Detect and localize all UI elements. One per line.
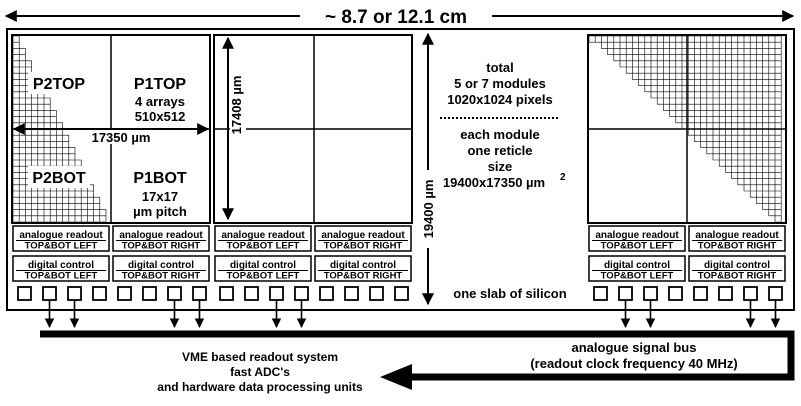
p1bot-label: P1BOT [133,170,187,187]
digital-control-label: digital control [28,260,94,271]
analogue-signal-bus [40,330,795,390]
digital-control-side-label: TOP&BOT LEFT [227,271,300,282]
analogue-readout-box [314,225,412,252]
arrays-size-label: 510x512 [135,109,186,124]
digital-control-box [214,255,312,282]
analogue-readout-box [688,225,786,252]
bond-pad [618,286,633,301]
vme-system-label: VME based readout system [182,350,338,364]
bond-pad [369,286,384,301]
each-module-label: each module [460,127,539,142]
digital-control-side-label: TOP&BOT LEFT [25,271,98,282]
digital-control-label: digital control [704,260,770,271]
bond-pad [743,286,758,301]
bond-pad [643,286,658,301]
digital-control-label: digital control [128,260,194,271]
bond-pad [768,286,783,301]
digital-control-side-label: TOP&BOT LEFT [601,271,674,282]
pixel-grids [12,35,782,223]
digital-control-label: digital control [230,260,296,271]
p1top-label: P1TOP [134,76,187,93]
pixel-pitch-unit: µm pitch [133,204,187,219]
bond-pad [344,286,359,301]
analogue-readout-side-label: TOP&BOT LEFT [601,241,674,252]
bond-pad [394,286,409,301]
bond-pad [319,286,334,301]
bond-pad [117,286,132,301]
analogue-readout-label: analogue readout [19,230,103,241]
analogue-readout-label: analogue readout [695,230,779,241]
module-info: total 5 or 7 modules 1020x1024 pixels ea… [440,60,566,190]
analogue-readout-label: analogue readout [595,230,679,241]
bond-pad [92,286,107,301]
bond-pad [42,286,57,301]
module-3 [587,34,787,224]
module-size-label: 19400x17350 µm [443,175,545,190]
bus-clock-label: (readout clock frequency 40 MHz) [530,356,737,371]
analogue-readout-side-label: TOP&BOT RIGHT [698,241,777,252]
bond-pad [244,286,259,301]
bond-pad [192,286,207,301]
bond-pads [17,286,783,328]
total-modules-label: 5 or 7 modules [454,76,546,91]
total-width-label: ~ 8.7 or 12.1 cm [325,7,467,28]
bond-pad [718,286,733,301]
module-height-label: 17408 µm [229,76,244,135]
pixel-pitch-value: 17x17 [142,189,178,204]
bond-pad [269,286,284,301]
bond-pad [219,286,234,301]
module-width-label: 17350 µm [92,130,151,145]
analogue-readout-side-label: TOP&BOT LEFT [227,241,300,252]
analogue-readout-box [588,225,686,252]
module-1: P2TOP P1TOP 4 arrays 510x512 17350 µm P2… [11,34,211,224]
bond-pad [294,286,309,301]
bond-pad [67,286,82,301]
digital-control-label: digital control [604,260,670,271]
analogue-readout-label: analogue readout [221,230,305,241]
analogue-readout-label: analogue readout [321,230,405,241]
data-processing-label: and hardware data processing units [157,380,363,394]
analogue-readout-box [12,225,110,252]
bus-label: analogue signal bus [572,340,697,355]
pixel-grid [588,35,782,223]
analogue-readout-side-label: TOP&BOT LEFT [25,241,98,252]
module-size-superscript: 2 [560,172,566,183]
p2bot-label: P2BOT [32,170,86,187]
digital-control-side-label: TOP&BOT RIGHT [122,271,201,282]
analogue-readout-side-label: TOP&BOT RIGHT [122,241,201,252]
reticle-label: one reticle [467,143,532,158]
analogue-readout-label: analogue readout [119,230,203,241]
size-label: size [488,159,513,174]
bond-pad [167,286,182,301]
analogue-readout-box [112,225,210,252]
digital-control-box [112,255,210,282]
slab-label: one slab of silicon [453,286,566,301]
digital-control-box [688,255,786,282]
digital-control-side-label: TOP&BOT RIGHT [698,271,777,282]
arrays-count-label: 4 arrays [135,94,185,109]
total-pixels-label: 1020x1024 pixels [447,92,553,107]
digital-control-box [588,255,686,282]
digital-control-box [12,255,110,282]
pixel-grid [12,35,107,223]
slab-height-label: 19400 µm [421,180,436,239]
p2top-label: P2TOP [33,76,86,93]
digital-control-side-label: TOP&BOT RIGHT [324,271,403,282]
bond-pad [693,286,708,301]
bond-pad [17,286,32,301]
fast-adc-label: fast ADC's [230,365,290,379]
bond-pad [668,286,683,301]
analogue-readout-side-label: TOP&BOT RIGHT [324,241,403,252]
silicon-slab [6,28,795,311]
digital-control-label: digital control [330,260,396,271]
analogue-readout-box [214,225,312,252]
module-2: 17408 µm [213,34,413,224]
bond-pad [142,286,157,301]
bond-pad [593,286,608,301]
digital-control-box [314,255,412,282]
total-label: total [486,60,513,75]
